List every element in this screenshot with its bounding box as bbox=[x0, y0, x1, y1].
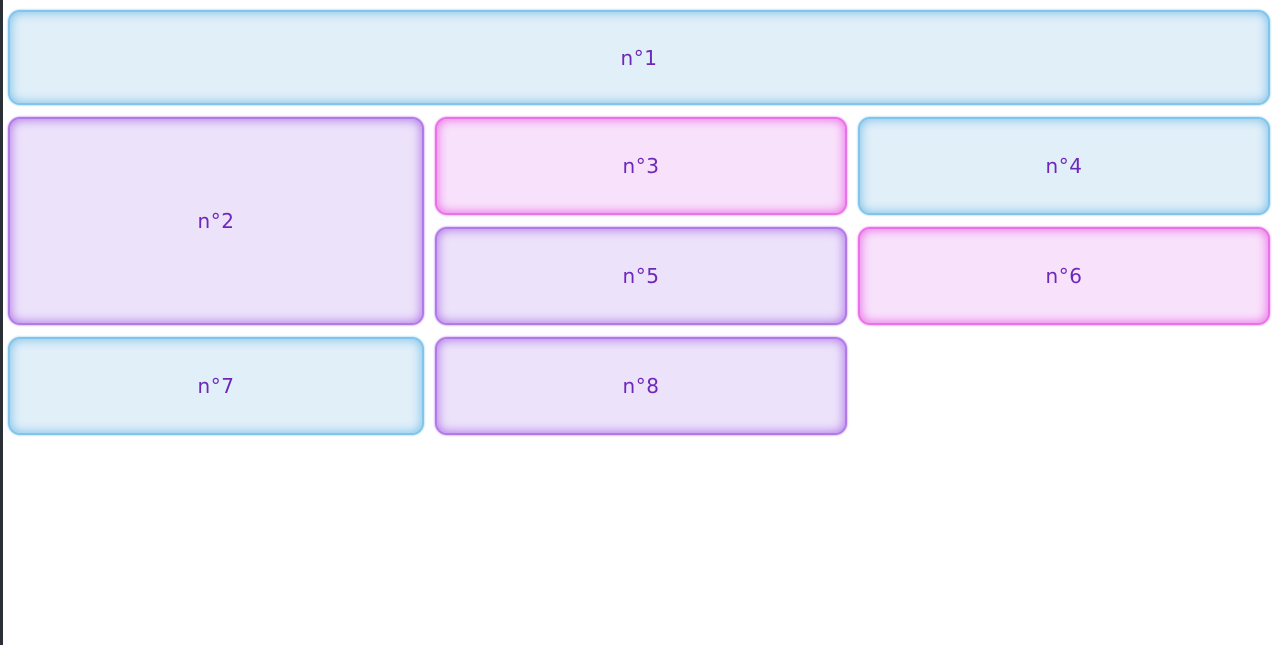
card-n8-label: n°8 bbox=[622, 374, 660, 398]
card-n2[interactable]: n°2 bbox=[8, 117, 424, 325]
card-n5[interactable]: n°5 bbox=[435, 227, 847, 325]
card-n8[interactable]: n°8 bbox=[435, 337, 847, 435]
card-n2-label: n°2 bbox=[197, 209, 235, 233]
card-n3[interactable]: n°3 bbox=[435, 117, 847, 215]
card-n4[interactable]: n°4 bbox=[858, 117, 1270, 215]
card-n7[interactable]: n°7 bbox=[8, 337, 424, 435]
card-n5-label: n°5 bbox=[622, 264, 660, 288]
card-n7-label: n°7 bbox=[197, 374, 235, 398]
card-n4-label: n°4 bbox=[1045, 154, 1083, 178]
card-n6-label: n°6 bbox=[1045, 264, 1083, 288]
window-left-edge bbox=[0, 0, 3, 645]
card-n1[interactable]: n°1 bbox=[8, 10, 1270, 105]
card-n3-label: n°3 bbox=[622, 154, 660, 178]
card-grid: n°1 n°2 n°3 n°4 n°5 n°6 n°7 n°8 bbox=[8, 10, 1271, 435]
card-n6[interactable]: n°6 bbox=[858, 227, 1270, 325]
card-n1-label: n°1 bbox=[620, 45, 658, 70]
